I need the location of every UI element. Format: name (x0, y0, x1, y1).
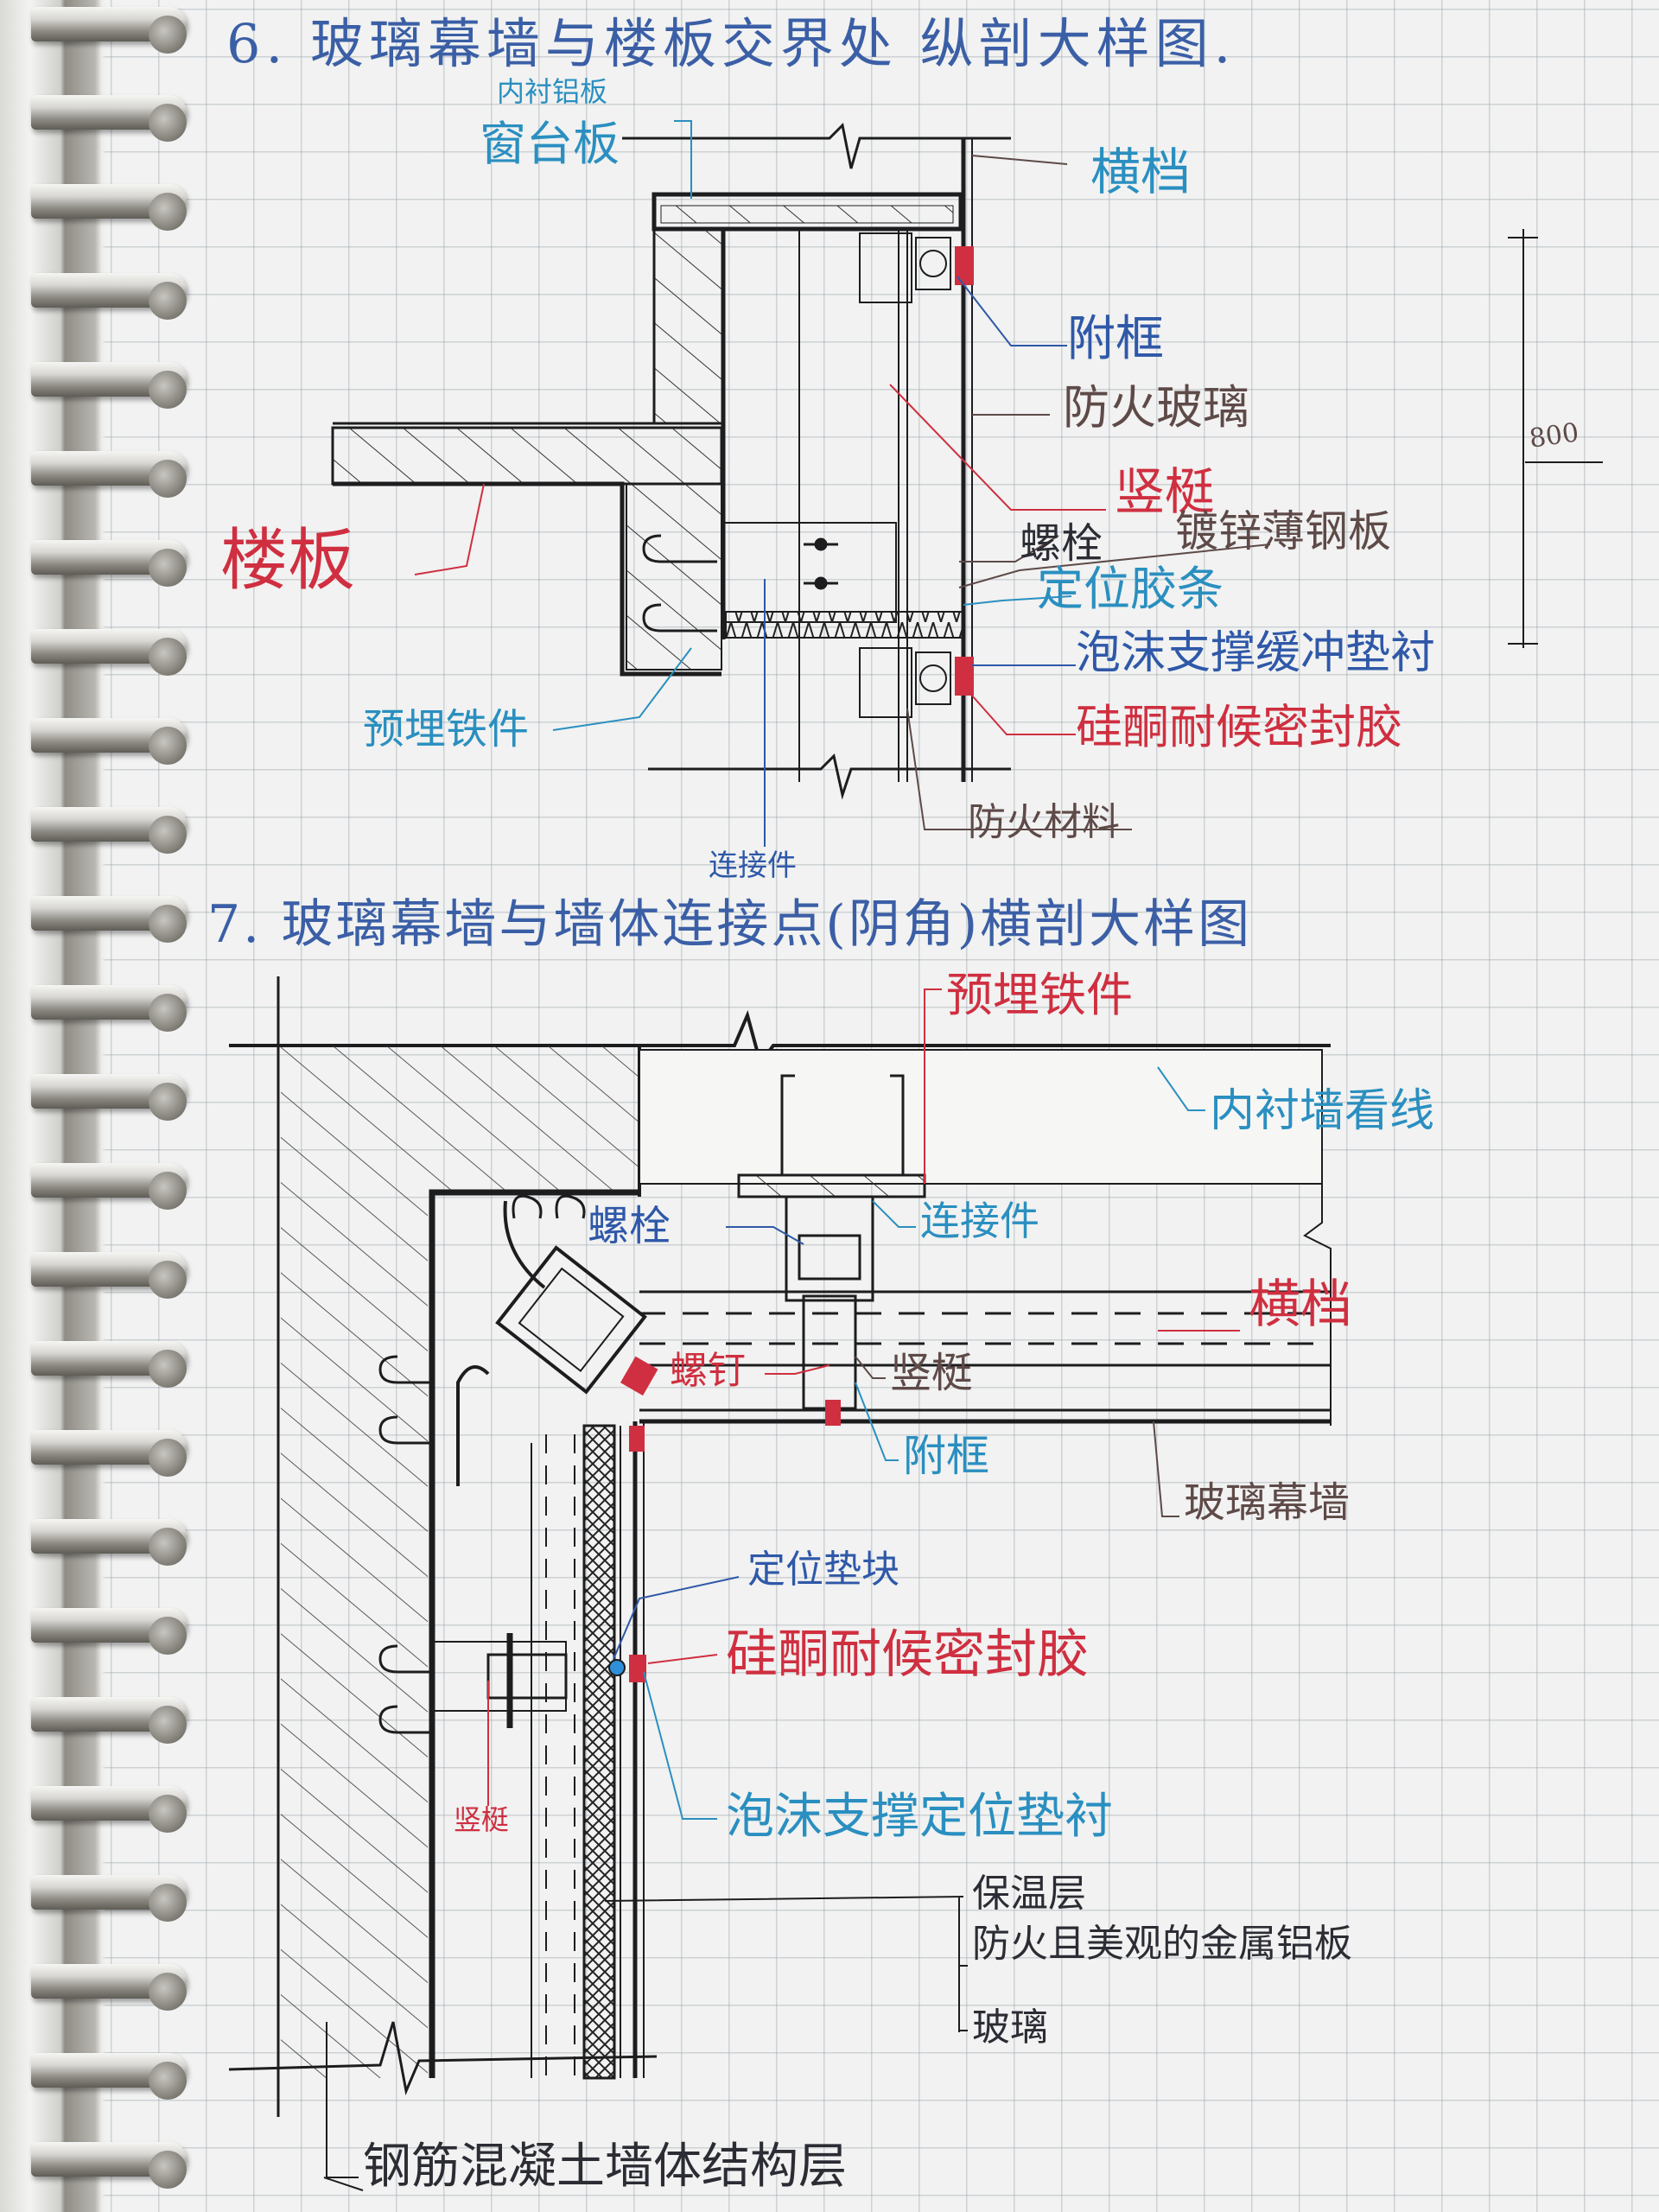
label-inner-aluminum: 内衬铝板 (497, 75, 608, 108)
binder-ring (31, 1074, 187, 1121)
label-sub-frame-7: 附框 (903, 1431, 989, 1481)
label-galvanized-sheet: 镀锌薄钢板 (1175, 506, 1391, 556)
binder-ring (31, 1697, 187, 1744)
binder-ring (31, 1964, 187, 2011)
dimension-800: 800 (1527, 417, 1581, 454)
label-inner-wall-line: 内衬墙看线 (1210, 1085, 1435, 1137)
label-mullion-7: 竖梃 (890, 1349, 974, 1397)
binder-ring (31, 184, 187, 231)
binder-ring (31, 1608, 187, 1655)
binder-ring (31, 1875, 187, 1922)
binder-ring (31, 1252, 187, 1299)
binder-ring (31, 985, 187, 1032)
binder-ring (31, 540, 187, 587)
label-windowsill: 窗台板 (480, 117, 620, 171)
label-mullion-left: 竖梃 (454, 1803, 510, 1836)
label-silicone-sealant-7: 硅酮耐候密封胶 (726, 1624, 1089, 1685)
binder-ring (31, 2053, 187, 2100)
binder-ring (31, 1430, 187, 1477)
binder-ring (31, 273, 187, 320)
section7-title: 7. 玻璃幕墙与墙体连接点(阴角)横剖大样图 (207, 894, 1253, 955)
binder-ring (31, 1341, 187, 1388)
label-insulation: 保温层 (972, 1872, 1086, 1916)
binder-ring (31, 95, 187, 142)
label-bolt-7: 螺栓 (588, 1202, 671, 1250)
label-foam-backer-7: 泡沫支撑定位垫衬 (726, 1789, 1113, 1845)
label-glass: 玻璃 (972, 2005, 1048, 2050)
label-screw: 螺钉 (670, 1349, 746, 1393)
spiral-binding (0, 0, 199, 2212)
binder-ring (31, 2142, 187, 2189)
label-fire-glass: 防火玻璃 (1063, 380, 1249, 435)
binder-ring (31, 451, 187, 498)
label-rc-wall: 钢筋混凝土墙体结构层 (363, 2139, 847, 2195)
binder-ring (31, 7, 187, 54)
label-embedded-iron: 预埋铁件 (363, 705, 530, 753)
label-foam-backer: 泡沫支撑缓冲垫衬 (1076, 627, 1436, 679)
label-bolt: 螺栓 (1020, 519, 1103, 568)
binder-ring (31, 1786, 187, 1833)
label-sub-frame: 附框 (1067, 311, 1164, 367)
section6-title: 6. 玻璃幕墙与楼板交界处 纵剖大样图. (226, 12, 1236, 75)
label-glass-curtain-wall: 玻璃幕墙 (1184, 1478, 1351, 1527)
binder-ring (31, 896, 187, 943)
label-aluminum-panel: 防火且美观的金属铝板 (972, 1922, 1352, 1966)
binder-ring (31, 1163, 187, 1210)
label-floor-slab: 楼板 (220, 522, 356, 600)
section6-drawing (331, 120, 1603, 847)
label-transom: 横档 (1090, 143, 1192, 201)
label-embedded-iron-7: 预埋铁件 (946, 968, 1133, 1022)
binder-ring (31, 362, 187, 409)
label-transom-7: 横档 (1249, 1274, 1352, 1335)
label-locating-block: 定位垫块 (747, 1548, 899, 1592)
label-mullion: 竖梃 (1115, 462, 1216, 521)
binder-ring (31, 1519, 187, 1566)
label-connector: 连接件 (709, 849, 797, 883)
binder-ring (31, 718, 187, 765)
binder-ring (31, 807, 187, 854)
label-fire-material: 防火材料 (968, 800, 1120, 844)
label-silicone-sealant: 硅酮耐候密封胶 (1076, 700, 1402, 754)
section7-drawing (228, 976, 1332, 2191)
label-locating-strip: 定位胶条 (1037, 562, 1224, 616)
label-connector-7: 连接件 (920, 1198, 1039, 1244)
binder-ring (31, 629, 187, 676)
